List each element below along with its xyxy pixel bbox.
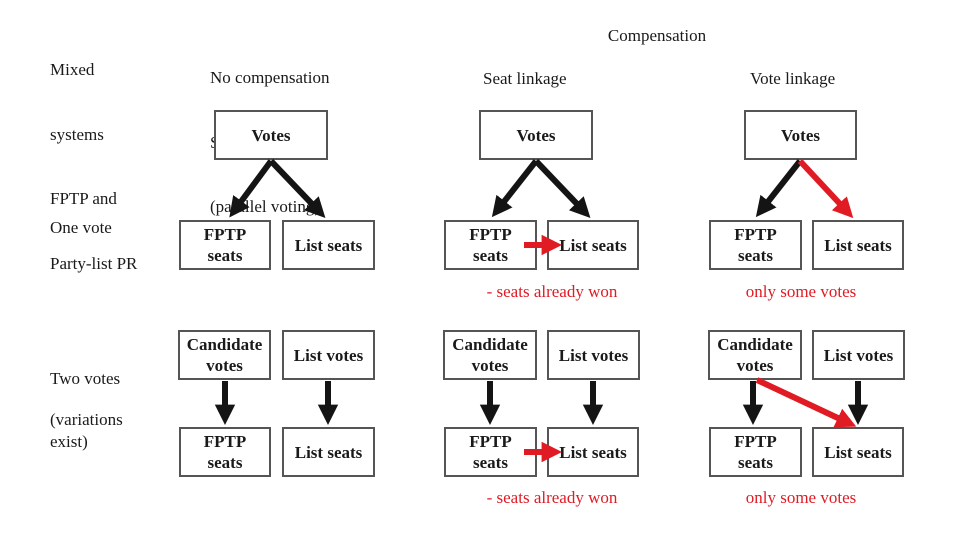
box-list-seats: List seats bbox=[547, 427, 639, 477]
box-list-seats: List seats bbox=[282, 427, 375, 477]
note-only-some-votes: only some votes bbox=[745, 282, 857, 301]
header-no-compensation-line: No compensation bbox=[210, 68, 330, 87]
corner-title-line: Party-list PR bbox=[50, 253, 138, 273]
corner-title: Mixed systems FPTP and Party-list PR bbox=[50, 16, 137, 317]
box-candidate-votes: Candidate votes bbox=[443, 330, 537, 380]
box-fptp-seats: FPTP seats bbox=[709, 427, 802, 477]
box-list-votes: List votes bbox=[282, 330, 375, 380]
row-label-two-votes: Two votes bbox=[50, 369, 121, 388]
header-compensation: Compensation bbox=[607, 26, 707, 45]
box-fptp-seats: FPTP seats bbox=[179, 220, 271, 270]
box-list-seats: List seats bbox=[812, 220, 904, 270]
box-fptp-seats: FPTP seats bbox=[709, 220, 802, 270]
red-arrow-votes-to-list-seats bbox=[797, 158, 854, 219]
box-list-seats: List seats bbox=[282, 220, 375, 270]
box-votes: Votes bbox=[214, 110, 328, 160]
corner-title-line: systems bbox=[50, 124, 104, 144]
header-seat-linkage: Seat linkage bbox=[483, 69, 567, 88]
arrow-votes-to-list-seats bbox=[533, 158, 591, 219]
note-seats-already-won: - seats already won bbox=[486, 488, 618, 507]
box-fptp-seats: FPTP seats bbox=[444, 427, 537, 477]
box-candidate-votes: Candidate votes bbox=[708, 330, 802, 380]
row-label-variations-note: (variations exist) bbox=[50, 410, 123, 451]
box-list-seats: List seats bbox=[547, 220, 639, 270]
row-label-one-vote: One vote bbox=[50, 218, 112, 237]
red-arrow-candidate-votes-to-list-seats bbox=[755, 377, 857, 428]
note-seats-already-won: - seats already won bbox=[486, 282, 618, 301]
box-fptp-seats: FPTP seats bbox=[444, 220, 537, 270]
box-votes: Votes bbox=[744, 110, 857, 160]
box-list-seats: List seats bbox=[812, 427, 904, 477]
corner-title-line: FPTP and bbox=[50, 189, 117, 208]
box-list-votes: List votes bbox=[547, 330, 640, 380]
arrow-votes-to-fptp-seats bbox=[491, 159, 539, 218]
box-candidate-votes: Candidate votes bbox=[178, 330, 271, 380]
note-only-some-votes: only some votes bbox=[745, 488, 857, 507]
arrow-votes-to-fptp-seats bbox=[755, 159, 803, 218]
header-vote-linkage: Vote linkage bbox=[750, 69, 836, 88]
box-fptp-seats: FPTP seats bbox=[179, 427, 271, 477]
box-list-votes: List votes bbox=[812, 330, 905, 380]
box-votes: Votes bbox=[479, 110, 593, 160]
corner-title-line: Mixed bbox=[50, 60, 95, 79]
header-no-compensation-line: (parallel voting) bbox=[210, 197, 320, 216]
